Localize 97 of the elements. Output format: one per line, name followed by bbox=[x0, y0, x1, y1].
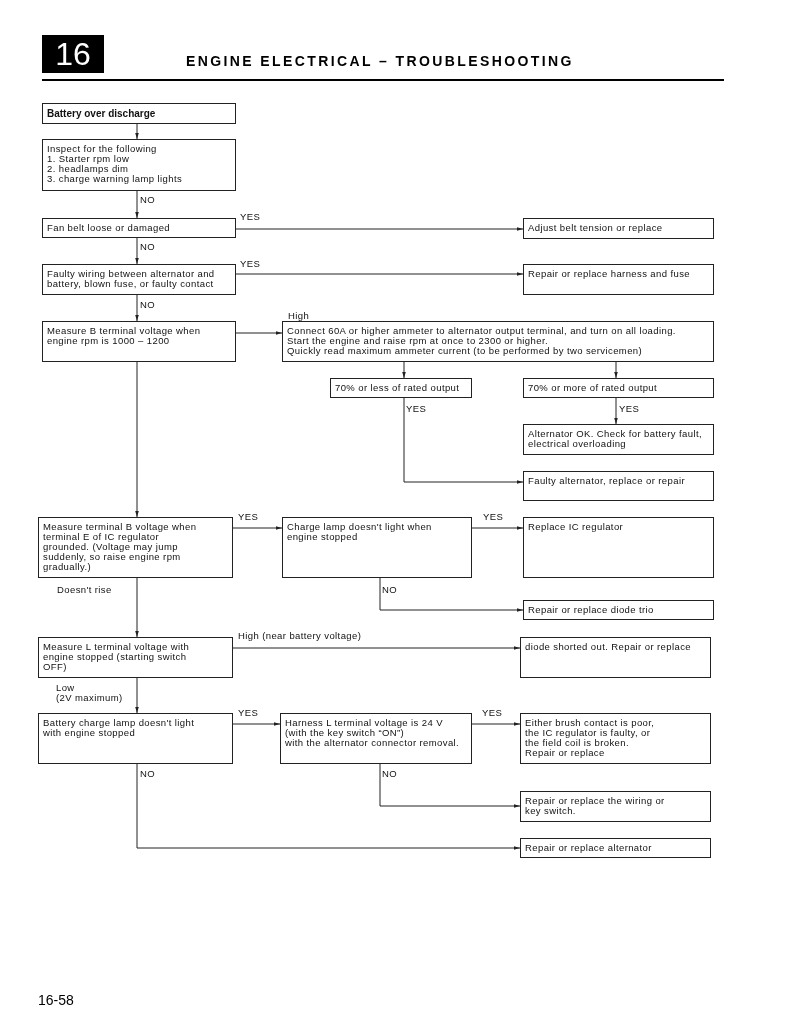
step-box bbox=[520, 791, 711, 822]
step-box bbox=[523, 424, 714, 455]
step-text: Faulty wiring between alternator and battery, blown fuse, or faulty contact bbox=[46, 267, 216, 289]
arrow bbox=[135, 237, 139, 265]
step-box bbox=[520, 838, 711, 858]
step-text: Measure terminal B voltage when terminal E of IC regulator grounded. (Voltage may jump suddenly, so raise engine rpm gradually.) bbox=[42, 520, 198, 572]
step-text: Inspect for the following bbox=[46, 142, 158, 154]
step-box bbox=[42, 218, 236, 238]
edge-label: NO bbox=[140, 242, 156, 252]
step-box bbox=[523, 471, 714, 501]
step-text: diode shorted out. Repair or replace bbox=[524, 640, 692, 652]
arrow bbox=[135, 123, 139, 140]
edge-label: YES bbox=[406, 404, 427, 414]
edge-label: High bbox=[288, 311, 310, 321]
arrow bbox=[232, 526, 283, 530]
step-box bbox=[330, 378, 472, 398]
edge-label: Low (2V maximum) bbox=[56, 683, 123, 703]
arrow bbox=[136, 763, 521, 850]
edge-label: NO bbox=[382, 585, 398, 595]
step-text: Battery over discharge bbox=[46, 107, 157, 120]
arrow bbox=[135, 361, 139, 518]
step-text: Adjust belt tension or replace bbox=[527, 221, 664, 233]
step-text: 70% or more of rated output bbox=[527, 381, 659, 393]
edge-label: YES bbox=[483, 512, 504, 522]
step-text: Faulty alternator, replace or repair bbox=[527, 474, 686, 486]
edge-label: High (near battery voltage) bbox=[238, 631, 362, 641]
step-text: Quickly read maximum ammeter current (to be performed by two servicemen) bbox=[286, 346, 644, 356]
step-text: Either brush contact is poor, the IC regulator is faulty, or the field coil is broken. bbox=[524, 716, 656, 748]
arrow bbox=[135, 190, 139, 219]
edge-label: NO bbox=[140, 769, 156, 779]
edge-label: YES bbox=[482, 708, 503, 718]
step-text: Measure L terminal voltage with engine stopped (starting switch OFF) bbox=[42, 640, 191, 672]
arrow bbox=[235, 331, 283, 335]
edge-label: YES bbox=[238, 512, 259, 522]
step-text: Repair or replace harness and fuse bbox=[527, 267, 691, 279]
step-box bbox=[42, 321, 236, 362]
arrow bbox=[402, 361, 406, 379]
step-text: Start the engine and raise rpm at once to 2300 or higher. bbox=[286, 336, 549, 346]
arrow bbox=[232, 722, 281, 726]
edge-label: Doesn't rise bbox=[57, 585, 112, 595]
arrow bbox=[135, 294, 139, 322]
edge-label: NO bbox=[140, 195, 156, 205]
step-text: Measure B terminal voltage when engine rpm is 1000 – 1200 bbox=[46, 324, 202, 346]
step-text: Repair or replace alternator bbox=[524, 841, 653, 853]
step-box bbox=[523, 600, 714, 620]
step-box bbox=[523, 264, 714, 295]
step-text: Connect 60A or higher ammeter to alternator output terminal, and turn on all loading. bbox=[286, 324, 677, 336]
step-text: Replace IC regulator bbox=[527, 520, 625, 532]
step-box bbox=[38, 713, 233, 764]
edge-label: YES bbox=[240, 212, 261, 222]
step-box bbox=[523, 378, 714, 398]
step-box bbox=[523, 218, 714, 239]
arrow bbox=[235, 227, 524, 231]
step-box bbox=[282, 517, 472, 578]
step-text: with the alternator connector removal. bbox=[284, 738, 461, 748]
step-box bbox=[282, 321, 714, 362]
edge-label: NO bbox=[140, 300, 156, 310]
arrow bbox=[471, 722, 521, 726]
arrow bbox=[614, 397, 618, 425]
edge-label: YES bbox=[619, 404, 640, 414]
step-text: Repair or replace bbox=[524, 748, 606, 758]
arrow bbox=[471, 526, 524, 530]
step-text: Fan belt loose or damaged bbox=[46, 221, 172, 233]
step-text: 1. Starter rpm low bbox=[46, 154, 130, 164]
step-text: Repair or replace the wiring or key switch. bbox=[524, 794, 666, 816]
edge-label: NO bbox=[382, 769, 398, 779]
step-text: 70% or less of rated output bbox=[334, 381, 461, 393]
edge-label: YES bbox=[238, 708, 259, 718]
edge-label: YES bbox=[240, 259, 261, 269]
step-box bbox=[280, 713, 472, 764]
arrow bbox=[379, 763, 521, 808]
step-text: 3. charge warning lamp lights bbox=[46, 174, 184, 184]
step-text: 2. headlamps dim bbox=[46, 164, 130, 174]
step-box bbox=[520, 713, 711, 764]
step-box bbox=[38, 517, 233, 578]
step-box bbox=[42, 139, 236, 191]
step-box bbox=[38, 637, 233, 678]
page-number: 16-58 bbox=[38, 992, 74, 1008]
arrow bbox=[135, 577, 139, 638]
step-text: Alternator OK. Check for battery fault, electrical overloading bbox=[527, 427, 703, 449]
step-text: Battery charge lamp doesn't light with engine stopped bbox=[42, 716, 196, 738]
arrow bbox=[232, 646, 521, 650]
step-box bbox=[42, 264, 236, 295]
step-text: Harness L terminal voltage is 24 V bbox=[284, 716, 444, 728]
step-text: (with the key switch “ON”) bbox=[284, 728, 405, 738]
step-text: Repair or replace diode trio bbox=[527, 603, 655, 615]
step-box bbox=[520, 637, 711, 678]
step-box bbox=[42, 103, 236, 124]
arrow bbox=[235, 272, 524, 276]
arrow bbox=[403, 397, 524, 484]
section-number: 16 bbox=[42, 35, 104, 73]
arrow bbox=[379, 577, 524, 612]
step-box bbox=[523, 517, 714, 578]
arrow bbox=[614, 361, 618, 379]
page-title: ENGINE ELECTRICAL – TROUBLESHOOTING bbox=[186, 53, 574, 69]
step-text: Charge lamp doesn't light when engine stopped bbox=[286, 520, 433, 542]
arrow bbox=[135, 677, 139, 714]
